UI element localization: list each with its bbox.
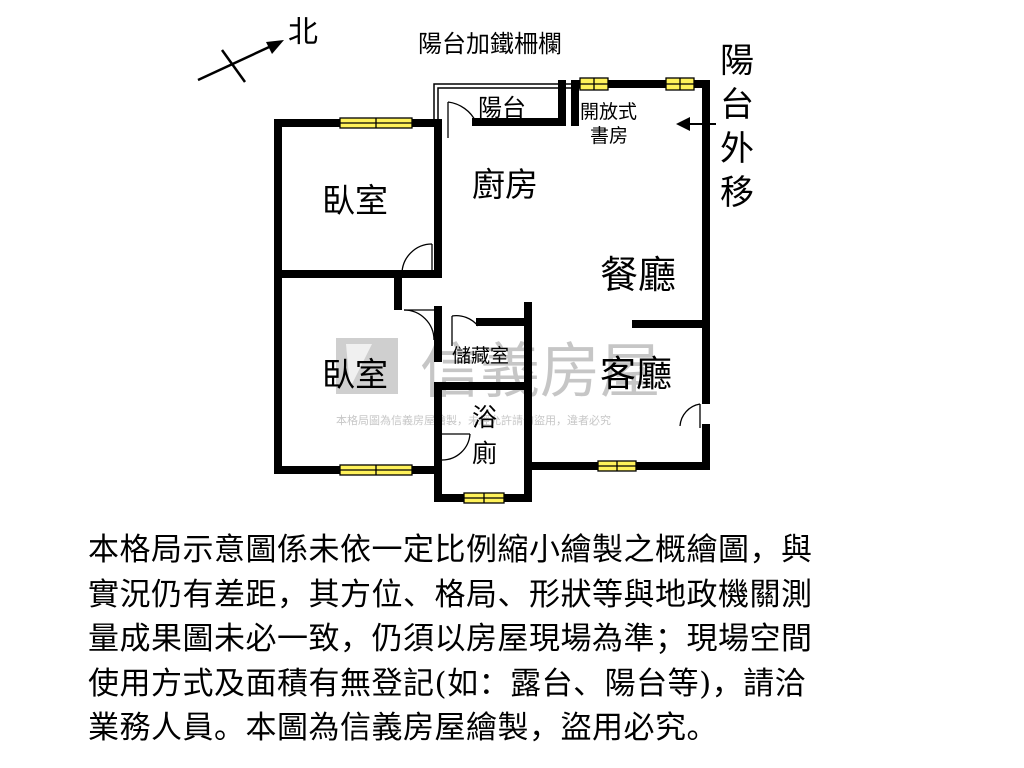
disclaimer-line: 本格局示意圖係未依一定比例縮小繪製之概繪圖，與 — [88, 532, 813, 568]
disclaimer: 本格局示意圖係未依一定比例縮小繪製之概繪圖，與 實況仍有差距，其方位、格局、形狀… — [88, 528, 958, 751]
disclaimer-line: 業務人員。本圖為信義房屋繪製，盜用必究。 — [88, 710, 718, 746]
walls — [274, 80, 710, 502]
window-living — [597, 460, 637, 472]
room-balcony: 陽台 — [478, 94, 526, 122]
window-study-2 — [665, 77, 695, 91]
balcony-moved-arrow-icon — [676, 117, 716, 131]
door-entrance — [679, 403, 701, 428]
window-bedroom-1 — [339, 117, 413, 129]
disclaimer-line: 量成果圖未必一致，仍須以房屋現場為準；現場空間 — [88, 621, 813, 657]
watermark: 信義房屋 本格局圖為信義房屋繪製，未經允許請勿盜用，違者必究 — [336, 337, 660, 427]
window-bedroom-2 — [339, 464, 413, 476]
svg-text:台: 台 — [720, 85, 754, 125]
room-study-line2: 書房 — [590, 125, 628, 147]
window-bath — [463, 492, 505, 504]
balcony-moved-note: 陽 台 外 移 — [720, 41, 754, 213]
room-living: 客廳 — [600, 354, 672, 395]
room-storage: 儲藏室 — [452, 345, 509, 367]
watermark-brand: 信義房屋 — [420, 337, 660, 407]
railing-note: 陽台加鐵柵欄 — [418, 30, 562, 58]
svg-text:外: 外 — [720, 129, 754, 169]
north-arrow-icon — [197, 40, 284, 83]
disclaimer-line: 實況仍有差距，其方位、格局、形狀等與地政機關測 — [88, 576, 813, 613]
door-bedroom-2 — [403, 309, 435, 341]
svg-text:移: 移 — [720, 173, 754, 213]
door-bath — [441, 433, 471, 461]
room-bath-line1: 浴 — [472, 403, 497, 432]
door-bedroom-1 — [401, 243, 433, 278]
disclaimer-line: 使用方式及面積有無登記(如：露台、陽台等)，請洽 — [88, 665, 807, 702]
balcony-railing — [433, 83, 580, 122]
floor-plan: 北 信義房屋 本格局圖為信義房屋繪製，未經允許請勿盜用，違者必究 — [197, 15, 754, 504]
room-bedroom-2: 臥室 — [322, 355, 388, 394]
door-balcony — [447, 101, 477, 138]
room-kitchen: 廚房 — [472, 165, 538, 204]
room-bath-line2: 廁 — [472, 439, 497, 468]
room-dining: 餐廳 — [600, 253, 676, 297]
room-bedroom-1: 臥室 — [322, 181, 388, 220]
door-storage — [451, 315, 479, 346]
watermark-caption: 本格局圖為信義房屋繪製，未經允許請勿盜用，違者必究 — [336, 413, 611, 427]
north-label: 北 — [288, 15, 318, 50]
window-study-1 — [579, 77, 609, 91]
svg-text:陽: 陽 — [720, 41, 754, 81]
windows — [339, 77, 695, 504]
room-study-line1: 開放式 — [580, 101, 637, 123]
doors — [401, 101, 701, 461]
